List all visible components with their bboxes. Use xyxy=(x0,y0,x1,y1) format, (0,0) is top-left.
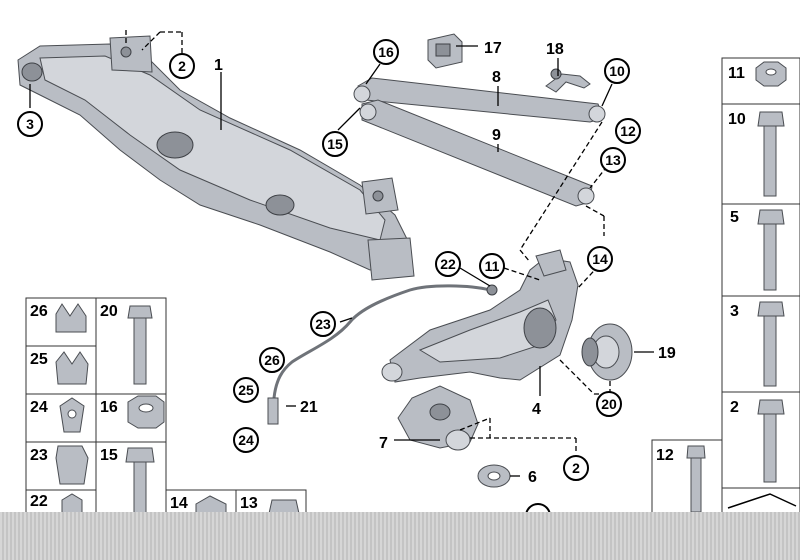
bolt-10-icon xyxy=(757,111,785,127)
label-13: 13 xyxy=(605,152,621,168)
label-7: 7 xyxy=(379,435,388,452)
bolt-2-icon xyxy=(757,399,785,415)
label-1: 1 xyxy=(214,57,223,74)
bolt-20-icon xyxy=(127,305,153,319)
label-14: 14 xyxy=(592,251,608,267)
label-26-hardware: 26 xyxy=(30,303,48,320)
bracket-18-illustration xyxy=(545,68,591,93)
cable-clip-26-icon xyxy=(55,303,87,333)
label-19: 19 xyxy=(658,345,676,362)
label-22: 22 xyxy=(440,256,456,272)
callout-labels: 1 2 3 16 17 18 10 8 9 15 12 13 22 11 14 … xyxy=(17,39,676,486)
callout-circle-13 xyxy=(600,147,626,173)
label-24-hardware: 24 xyxy=(30,399,48,416)
label-23: 23 xyxy=(315,316,331,332)
label-3-hardware: 3 xyxy=(730,303,739,320)
label-9: 9 xyxy=(492,127,501,144)
callout-circle-16 xyxy=(373,39,399,65)
upper-control-arm-illustration xyxy=(353,77,606,123)
callout-circle-3 xyxy=(17,111,43,137)
label-8: 8 xyxy=(492,69,501,86)
bolt-15-icon xyxy=(125,447,155,463)
spring-mount-illustration xyxy=(397,385,479,451)
callout-circle-10 xyxy=(604,58,630,84)
label-12-hardware: 12 xyxy=(656,447,674,464)
right-hardware-column: 11 10 5 3 2 xyxy=(721,57,800,519)
label-5-hardware: 5 xyxy=(730,209,739,226)
label-2-bottom: 2 xyxy=(572,460,580,476)
label-4: 4 xyxy=(532,401,541,418)
label-10: 10 xyxy=(609,63,625,79)
label-11: 11 xyxy=(485,258,500,274)
label-21: 21 xyxy=(300,399,318,416)
connector-23-icon xyxy=(55,445,89,485)
label-23-hardware: 23 xyxy=(30,447,48,464)
label-16-hardware: 16 xyxy=(100,399,118,416)
label-10-hardware: 10 xyxy=(728,111,746,128)
label-13-hardware: 13 xyxy=(240,495,258,512)
cable-clip-25-icon xyxy=(55,351,89,385)
callout-circle-22 xyxy=(435,251,461,277)
scroll-arrow-icon xyxy=(727,493,797,509)
label-11-hardware: 11 xyxy=(728,65,745,82)
callout-circle-24 xyxy=(233,427,259,453)
callout-circle-2-top xyxy=(169,53,195,79)
leader-lines xyxy=(29,30,654,477)
lower-control-arm-illustration xyxy=(359,99,595,207)
label-16: 16 xyxy=(378,44,394,60)
left-hardware-grid: 26 20 25 24 16 23 15 22 14 13 xyxy=(25,297,307,519)
sensor-cable-illustration xyxy=(267,284,498,425)
rear-axle-carrier-illustration xyxy=(17,35,415,281)
callout-circle-23 xyxy=(310,311,336,337)
label-3: 3 xyxy=(26,116,34,132)
callout-circle-11 xyxy=(479,253,505,279)
label-2-hardware: 2 xyxy=(730,399,739,416)
wheel-hub-illustration xyxy=(581,323,633,381)
callout-circle-25 xyxy=(233,377,259,403)
hardware-cell-24 xyxy=(25,393,97,443)
wheel-carrier-illustration xyxy=(381,249,579,383)
label-2-top: 2 xyxy=(178,58,186,74)
label-20-hardware: 20 xyxy=(100,303,118,320)
bolt-12-icon xyxy=(686,445,706,459)
label-14-hardware: 14 xyxy=(170,495,188,512)
callout-circle-12 xyxy=(615,118,641,144)
label-18: 18 xyxy=(546,41,564,58)
label-12: 12 xyxy=(620,123,636,139)
callout-circle-15 xyxy=(322,131,348,157)
label-24: 24 xyxy=(238,432,254,448)
image-bottom-strip xyxy=(0,512,800,560)
label-22-hardware: 22 xyxy=(30,493,48,510)
label-6: 6 xyxy=(528,469,537,486)
washer-illustration xyxy=(477,464,511,488)
label-20: 20 xyxy=(601,396,617,412)
bolt-5-icon xyxy=(757,209,785,225)
label-15: 15 xyxy=(327,136,343,152)
rubber-mount-17-illustration xyxy=(427,33,463,69)
hardware-cell-12-group: 12 xyxy=(651,439,723,519)
label-15-hardware: 15 xyxy=(100,447,118,464)
label-26: 26 xyxy=(264,352,280,368)
label-17: 17 xyxy=(484,40,502,57)
callout-circle-26 xyxy=(259,347,285,373)
callout-circle-14 xyxy=(587,246,613,272)
label-25-hardware: 25 xyxy=(30,351,48,368)
callout-circle-20 xyxy=(596,391,622,417)
label-25: 25 xyxy=(238,382,254,398)
bolt-3-icon xyxy=(757,301,785,317)
callout-circle-2-bottom xyxy=(563,455,589,481)
